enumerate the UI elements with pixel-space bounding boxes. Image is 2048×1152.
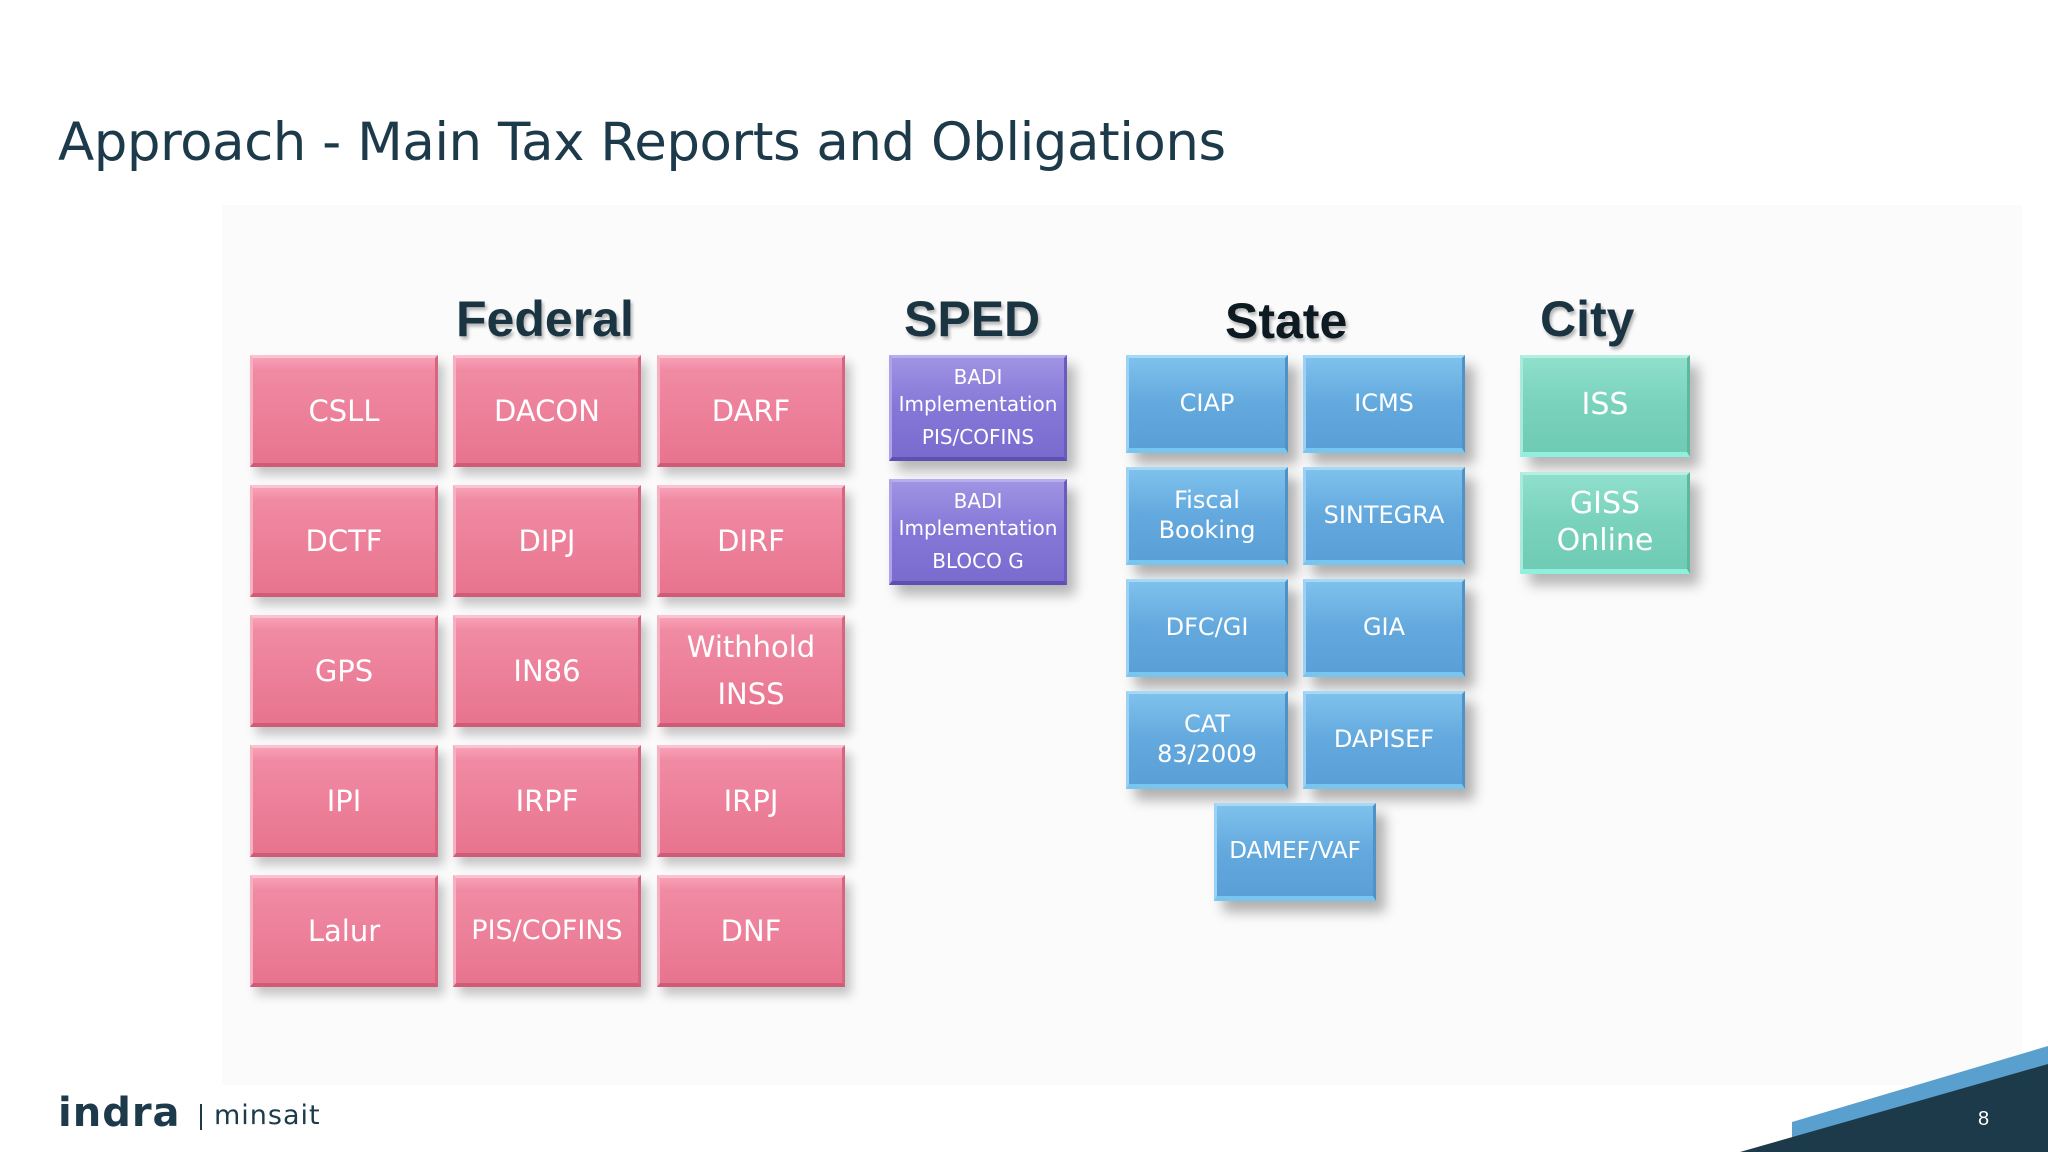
state-box-dfc-gi: DFC/GI	[1126, 579, 1288, 677]
federal-box-irpj: IRPJ	[657, 745, 845, 857]
federal-box-dirf: DIRF	[657, 485, 845, 597]
federal-box-dnf: DNF	[657, 875, 845, 987]
city-box-label: ISS	[1581, 387, 1629, 423]
sped-box-line: Implementation	[898, 392, 1058, 416]
federal-box-label: DIRF	[717, 523, 785, 558]
state-heading: State	[1225, 293, 1348, 349]
federal-box-label: IN86	[513, 653, 581, 688]
federal-box-label: GPS	[314, 653, 374, 688]
federal-box-label: DNF	[720, 913, 782, 948]
sped-box-line: PIS/COFINS	[921, 425, 1035, 449]
federal-box-withhold-inss: Withhold INSS	[657, 615, 845, 727]
state-box-label: DFC/GI	[1165, 613, 1249, 641]
sped-box-pis-cofins: BADI Implementation PIS/COFINS	[889, 355, 1067, 461]
federal-box-label: DARF	[711, 393, 791, 428]
sped-box-bloco-g: BADI Implementation BLOCO G	[889, 479, 1067, 585]
federal-box-label: DCTF	[305, 523, 383, 558]
state-box-dapisef: DAPISEF	[1303, 691, 1465, 789]
sped-box-line: Implementation	[898, 516, 1058, 540]
city-heading: City	[1540, 291, 1635, 347]
state-box-icms: ICMS	[1303, 355, 1465, 453]
federal-box-label: IPI	[326, 783, 362, 818]
federal-box-label: DIPJ	[518, 523, 576, 558]
federal-box-label: Lalur	[307, 913, 381, 948]
state-box-label: DAMEF/VAF	[1229, 837, 1361, 864]
city-box-giss-online: GISS Online	[1520, 472, 1690, 574]
page-number: 8	[1978, 1108, 1990, 1130]
state-box-ciap: CIAP	[1126, 355, 1288, 453]
federal-box-label: Withhold INSS	[686, 630, 816, 711]
state-box-fiscal-booking: Fiscal Booking	[1126, 467, 1288, 565]
federal-box-gps: GPS	[250, 615, 438, 727]
federal-box-csll: CSLL	[250, 355, 438, 467]
corner-dark-band	[1740, 1064, 2048, 1152]
state-box-gia: GIA	[1303, 579, 1465, 677]
federal-box-dacon: DACON	[453, 355, 641, 467]
federal-box-label: PIS/COFINS	[471, 915, 623, 946]
corner-light-band	[1792, 1046, 2048, 1140]
sped-box-line: BLOCO G	[932, 549, 1024, 573]
federal-box-label: IRPF	[515, 783, 579, 818]
city-box-label: Online	[1556, 523, 1654, 558]
federal-heading: Federal	[456, 291, 634, 347]
sped-box-line: BADI	[953, 489, 1003, 513]
federal-box-dctf: DCTF	[250, 485, 438, 597]
city-box-iss: ISS	[1520, 355, 1690, 457]
state-box-label: DAPISEF	[1333, 725, 1435, 753]
sped-box-line: BADI	[953, 365, 1003, 389]
federal-box-pis-cofins: PIS/COFINS	[453, 875, 641, 987]
state-box-damef-vaf: DAMEF/VAF	[1214, 803, 1376, 901]
federal-box-label: IRPJ	[723, 783, 779, 818]
state-box-label: Booking	[1158, 516, 1256, 544]
logo-divider	[200, 1104, 202, 1130]
state-box-label: CAT	[1184, 710, 1230, 738]
city-box-label: GISS	[1569, 485, 1641, 521]
state-box-label: Fiscal	[1174, 486, 1240, 514]
federal-box-irpf: IRPF	[453, 745, 641, 857]
federal-box-label: CSLL	[308, 393, 380, 428]
sped-heading: SPED	[904, 291, 1041, 347]
state-box-label: GIA	[1362, 613, 1406, 641]
state-box-label: CIAP	[1179, 389, 1235, 417]
state-box-sintegra: SINTEGRA	[1303, 467, 1465, 565]
federal-box-dipj: DIPJ	[453, 485, 641, 597]
minsait-logo: minsait	[214, 1100, 321, 1131]
federal-box-in86: IN86	[453, 615, 641, 727]
state-box-label: 83/2009	[1157, 740, 1257, 768]
state-box-label: ICMS	[1354, 389, 1414, 417]
federal-box-label: DACON	[494, 393, 600, 428]
federal-box-ipi: IPI	[250, 745, 438, 857]
slide-title: Approach - Main Tax Reports and Obligati…	[58, 112, 1226, 173]
indra-logo: indra	[58, 1090, 181, 1136]
state-box-cat: CAT 83/2009	[1126, 691, 1288, 789]
federal-box-darf: DARF	[657, 355, 845, 467]
federal-box-lalur: Lalur	[250, 875, 438, 987]
state-box-label: SINTEGRA	[1323, 501, 1445, 529]
